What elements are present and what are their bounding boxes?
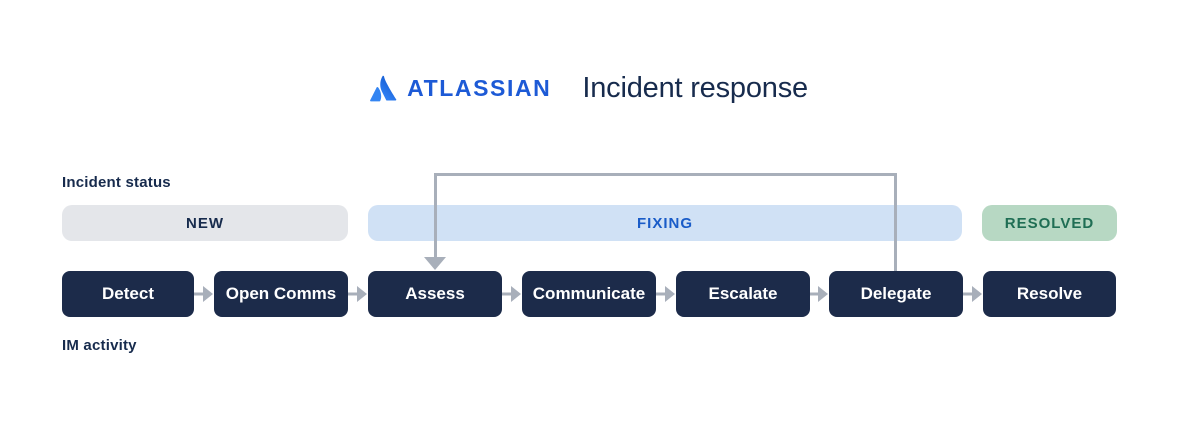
step-assess: Assess	[368, 271, 502, 317]
flow-arrow-right-icon	[194, 286, 213, 302]
step-escalate: Escalate	[676, 271, 810, 317]
loop-arrow-ascending-line	[894, 173, 897, 271]
flow-arrow-right-icon	[348, 286, 367, 302]
status-resolved: RESOLVED	[982, 205, 1117, 241]
step-open-comms: Open Comms	[214, 271, 348, 317]
incident-status-label: Incident status	[62, 174, 171, 191]
loop-arrow-horizontal-line	[434, 173, 897, 176]
header: ATLASSIAN Incident response	[0, 72, 1178, 105]
step-resolve: Resolve	[983, 271, 1116, 317]
flow-arrow-right-icon	[656, 286, 675, 302]
flow-arrow-right-icon	[809, 286, 828, 302]
step-communicate: Communicate	[522, 271, 656, 317]
flow-arrow-right-icon	[502, 286, 521, 302]
loop-arrow-down-icon	[424, 257, 446, 270]
loop-arrow-descending-line	[434, 173, 437, 258]
brand-wordmark: ATLASSIAN	[407, 75, 552, 101]
flow-arrow-right-icon	[963, 286, 982, 302]
step-detect: Detect	[62, 271, 194, 317]
im-activity-label: IM activity	[62, 337, 137, 354]
page-title: Incident response	[582, 72, 808, 104]
step-delegate: Delegate	[829, 271, 963, 317]
status-new: NEW	[62, 205, 348, 241]
atlassian-logo-icon	[370, 75, 397, 102]
status-fixing: FIXING	[368, 205, 962, 241]
